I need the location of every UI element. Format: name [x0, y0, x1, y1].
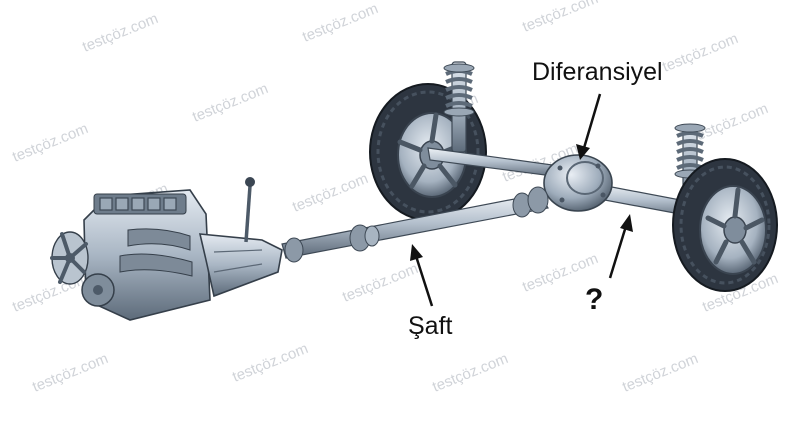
- unknown-part-arrow: [608, 214, 633, 279]
- left-coil-spring: [443, 61, 475, 153]
- gearbox: [198, 233, 283, 298]
- cooling-fan: [50, 231, 89, 285]
- engine-block: [81, 189, 211, 321]
- shaft-label: Şaft: [408, 312, 453, 340]
- driveshaft: [281, 186, 549, 263]
- differential-label: Diferansiyel: [532, 58, 663, 86]
- unknown-part-label: ?: [585, 283, 604, 316]
- differential-arrow: [576, 93, 602, 160]
- gear-lever: [244, 177, 255, 243]
- differential-housing: [543, 154, 613, 212]
- right-rear-wheel: [672, 158, 778, 292]
- shaft-arrow: [410, 244, 434, 307]
